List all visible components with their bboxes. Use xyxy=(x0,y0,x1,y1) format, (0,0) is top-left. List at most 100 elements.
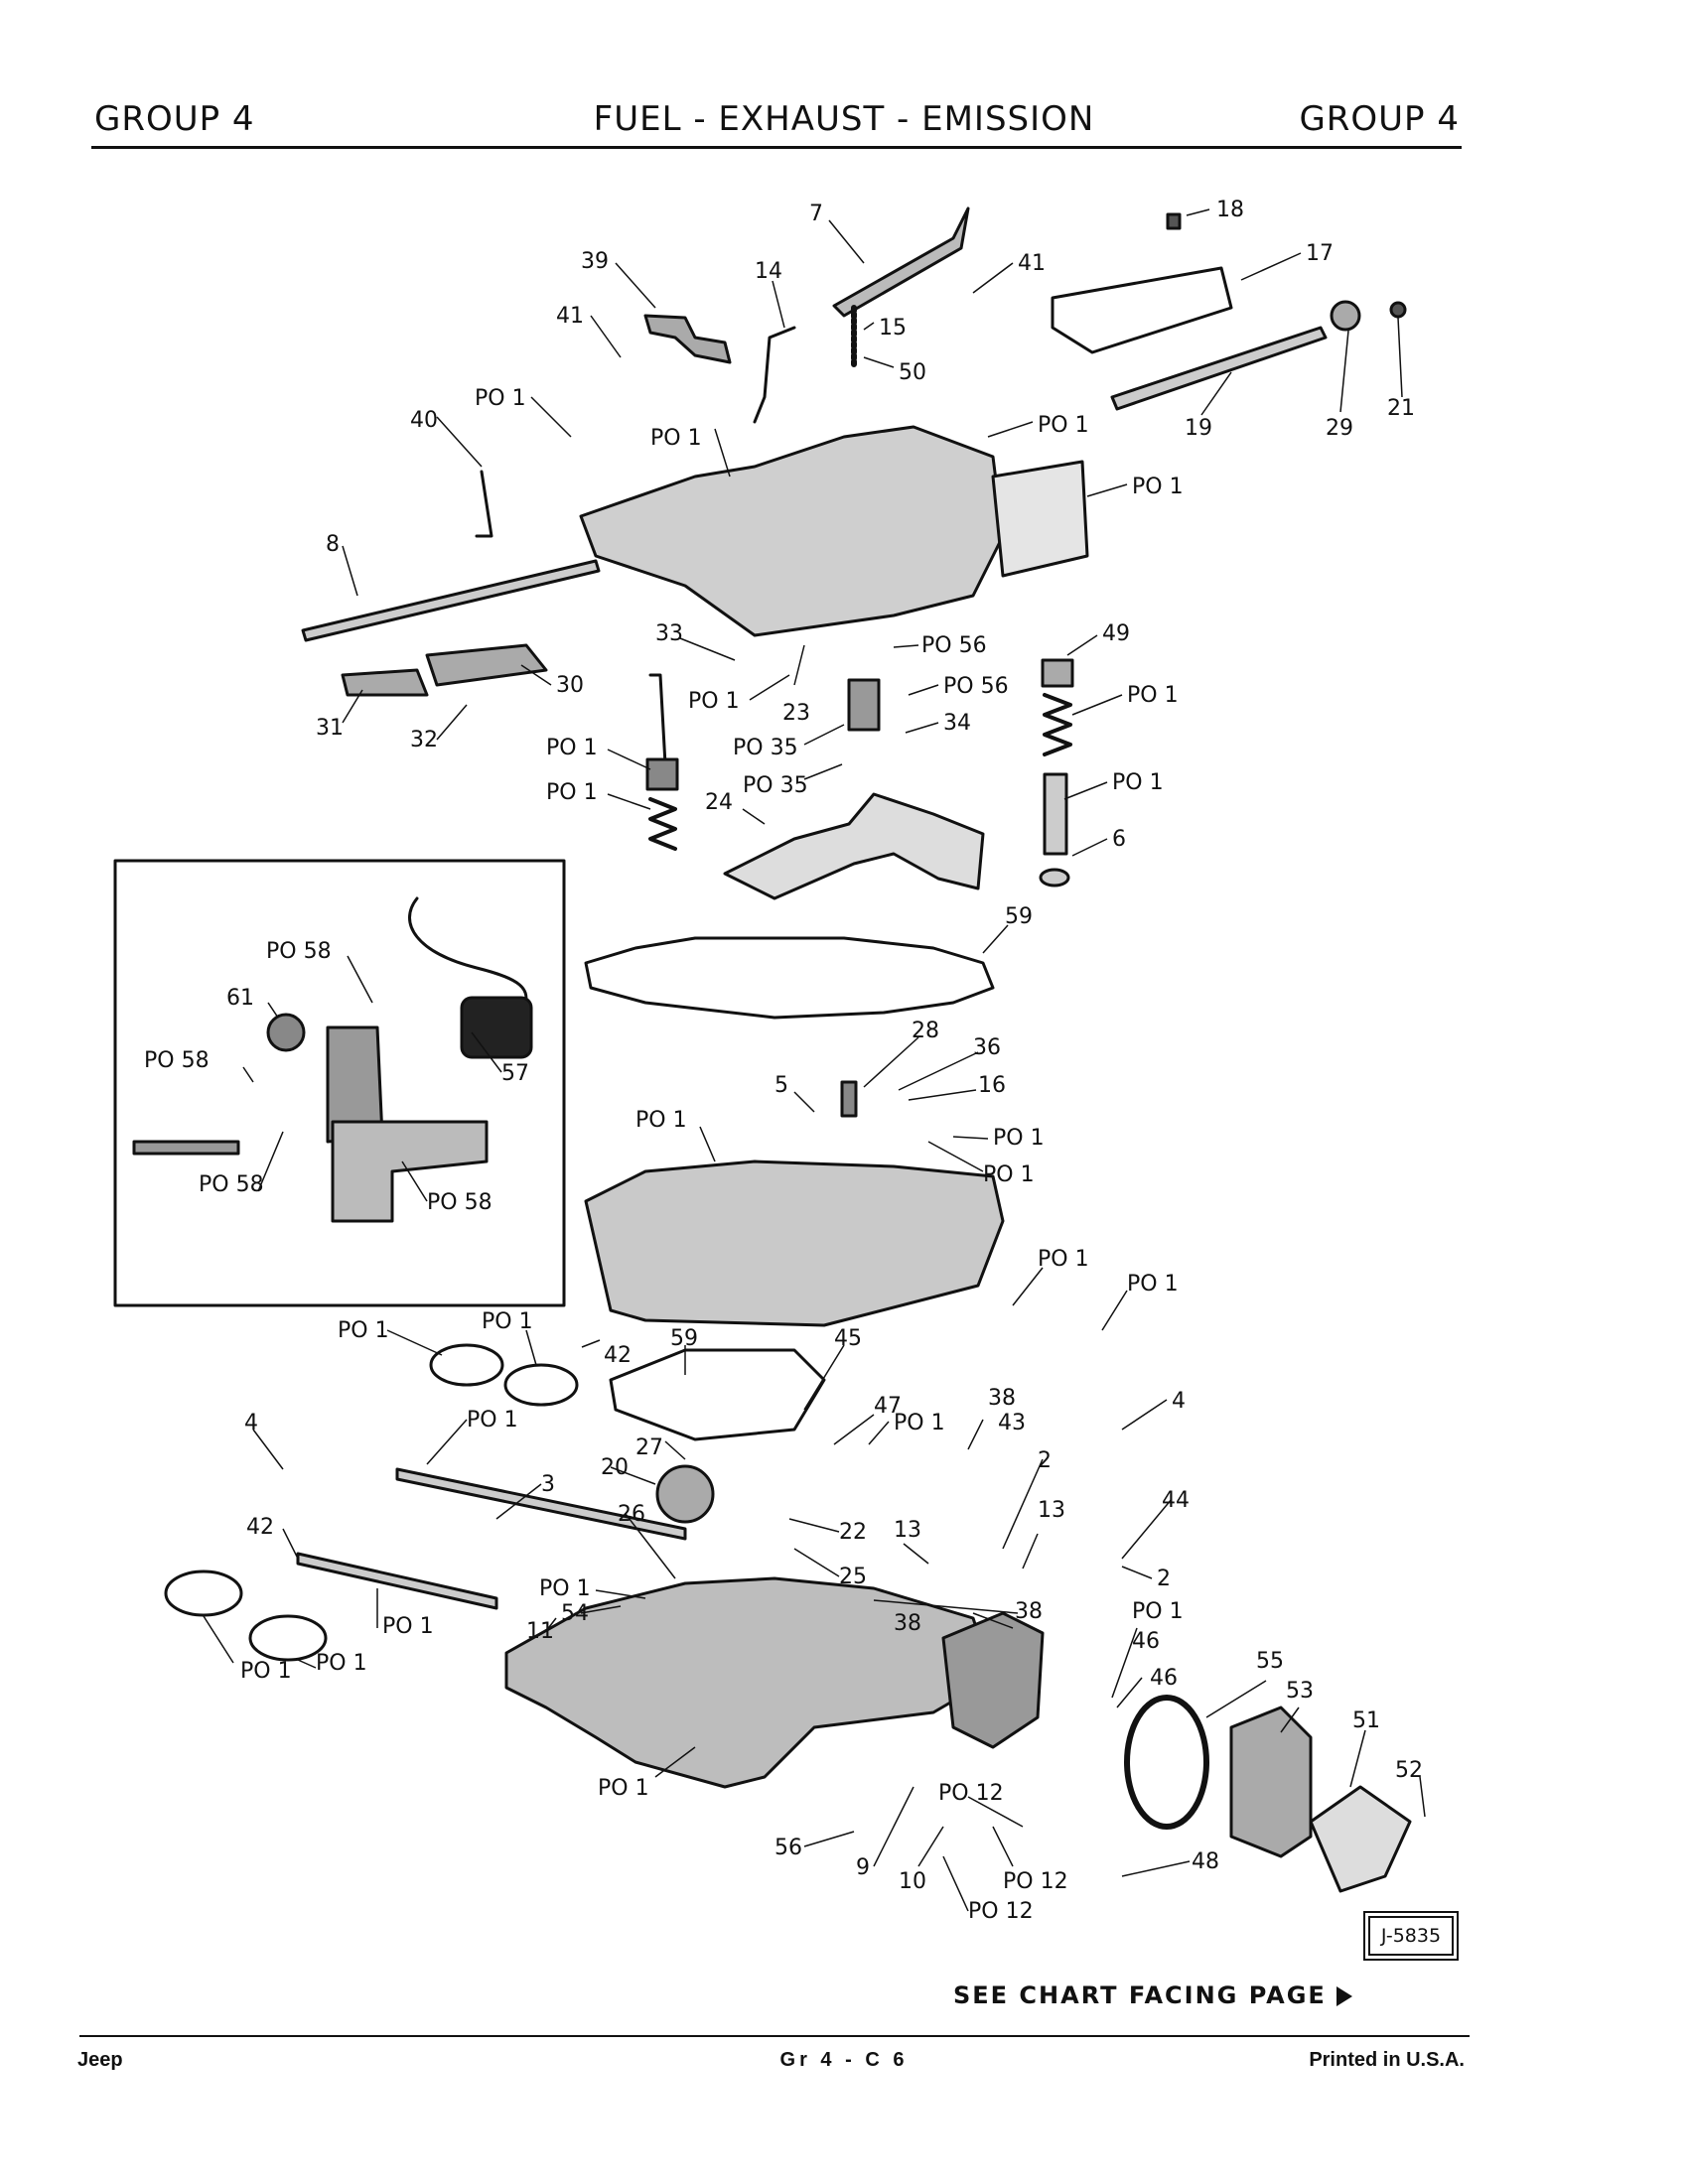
see-chart-text: SEE CHART FACING PAGE xyxy=(953,1981,1327,2009)
callout: PO 1 xyxy=(1132,1599,1184,1624)
callout: PO 1 xyxy=(338,1318,389,1343)
callout: 45 xyxy=(834,1326,862,1351)
part-31-lever xyxy=(341,668,429,697)
callout: PO 1 xyxy=(983,1162,1035,1187)
callout: PO 1 xyxy=(1038,413,1089,438)
callout-labels: 7 18 17 39 14 41 41 15 50 29 21 19 40 PO… xyxy=(144,198,1423,1924)
callout: 8 xyxy=(326,532,340,557)
callout: 59 xyxy=(1005,904,1033,929)
callout: 7 xyxy=(809,202,823,226)
part-17-cover xyxy=(1051,266,1233,354)
footer-printed: Printed in U.S.A. xyxy=(1309,2049,1465,2071)
choke-shaft xyxy=(395,1467,687,1541)
callout: 13 xyxy=(1038,1498,1065,1523)
callout: 42 xyxy=(246,1515,274,1540)
part-59-gasket-lower xyxy=(609,1348,826,1441)
callout: 43 xyxy=(998,1411,1026,1435)
callout: 6 xyxy=(1112,827,1126,852)
part-57-solenoid-wire xyxy=(408,896,528,1015)
part-51-bracket xyxy=(1309,1785,1412,1893)
part-39-lever xyxy=(643,314,732,364)
part-po58-plate xyxy=(331,1120,489,1223)
callout: PO 1 xyxy=(467,1408,518,1433)
callout: 5 xyxy=(774,1073,788,1098)
callout: PO 1 xyxy=(382,1614,434,1639)
callout: PO 56 xyxy=(943,674,1009,699)
footer-brand: Jeep xyxy=(77,2049,123,2071)
callout: 49 xyxy=(1102,621,1130,646)
part-20-vacuum-break xyxy=(655,1464,715,1524)
callout: PO 58 xyxy=(144,1048,210,1073)
callout: 50 xyxy=(899,360,926,385)
callout: 22 xyxy=(839,1520,867,1545)
callout: 16 xyxy=(978,1073,1006,1098)
pump-spring xyxy=(648,797,677,851)
callout: PO 1 xyxy=(1038,1247,1089,1272)
callout: 19 xyxy=(1185,416,1212,441)
callout: PO 56 xyxy=(921,633,987,658)
part-55-gasket xyxy=(1124,1695,1209,1830)
header-group-left: GROUP 4 xyxy=(94,99,255,139)
part-49-cap xyxy=(1041,658,1074,688)
callout: 52 xyxy=(1395,1758,1423,1783)
callout: PO 1 xyxy=(475,386,526,411)
callout: PO 58 xyxy=(427,1190,492,1215)
callout: 18 xyxy=(1216,198,1244,222)
callout: 48 xyxy=(1192,1849,1219,1874)
part-8-shaft xyxy=(301,559,601,642)
callout: PO 58 xyxy=(266,939,332,964)
callout: PO 12 xyxy=(938,1781,1004,1806)
callout: PO 35 xyxy=(743,773,808,798)
part-7-link xyxy=(832,206,970,318)
callout: 53 xyxy=(1286,1679,1314,1704)
part-6-retainer xyxy=(1039,868,1070,887)
right-triangle-icon xyxy=(1336,1986,1352,2006)
throttle-shaft xyxy=(296,1552,498,1610)
callout: PO 58 xyxy=(199,1172,264,1197)
callout: PO 1 xyxy=(993,1126,1045,1151)
figure-id-box: J-5835 xyxy=(1368,1916,1454,1956)
part-po58-screw xyxy=(132,1140,240,1156)
callout: 13 xyxy=(894,1518,921,1543)
part-19-shaft xyxy=(1110,326,1328,411)
callout: 3 xyxy=(541,1472,555,1497)
part-14-rod xyxy=(753,326,796,424)
callout: PO 35 xyxy=(733,736,798,760)
callout: PO 1 xyxy=(1127,683,1179,708)
inset-frame xyxy=(113,859,566,1307)
footer-page-number: Gr 4 - C 6 xyxy=(779,2049,909,2071)
callout: 23 xyxy=(782,701,810,726)
callout: PO 1 xyxy=(688,689,740,714)
part-59-gasket xyxy=(584,936,995,1020)
callout: PO 1 xyxy=(635,1108,687,1133)
part-21-screw xyxy=(1389,301,1407,319)
callout: 39 xyxy=(581,249,609,274)
part-49-spring xyxy=(1043,693,1072,756)
callout: 4 xyxy=(1172,1389,1186,1414)
callout: 46 xyxy=(1150,1666,1178,1691)
see-chart-note: SEE CHART FACING PAGE xyxy=(953,1981,1352,2009)
callout: 36 xyxy=(973,1035,1001,1060)
callout: 31 xyxy=(316,716,344,741)
callout: 10 xyxy=(899,1869,926,1894)
callout: 38 xyxy=(894,1611,921,1636)
callout: 4 xyxy=(244,1411,258,1435)
callout: PO 1 xyxy=(546,736,598,760)
callout: PO 12 xyxy=(968,1899,1034,1924)
callout: 24 xyxy=(705,790,733,815)
float-bowl-body xyxy=(584,1160,1005,1327)
callout: PO 1 xyxy=(1112,770,1164,795)
header-group-right: GROUP 4 xyxy=(1299,99,1460,139)
callout: 29 xyxy=(1326,416,1353,441)
callout: 21 xyxy=(1387,396,1415,421)
callout: 27 xyxy=(635,1435,663,1460)
callout: 28 xyxy=(912,1019,939,1043)
throttle-valve-a xyxy=(164,1570,243,1617)
callout: 42 xyxy=(604,1343,632,1368)
callout: 26 xyxy=(618,1502,645,1527)
part-53-thermostat-cover xyxy=(1229,1706,1313,1858)
callout: 41 xyxy=(556,304,584,329)
header-section-title: FUEL - EXHAUST - EMISSION xyxy=(593,99,1095,139)
callout: 30 xyxy=(556,673,584,698)
callout: 57 xyxy=(501,1061,529,1086)
